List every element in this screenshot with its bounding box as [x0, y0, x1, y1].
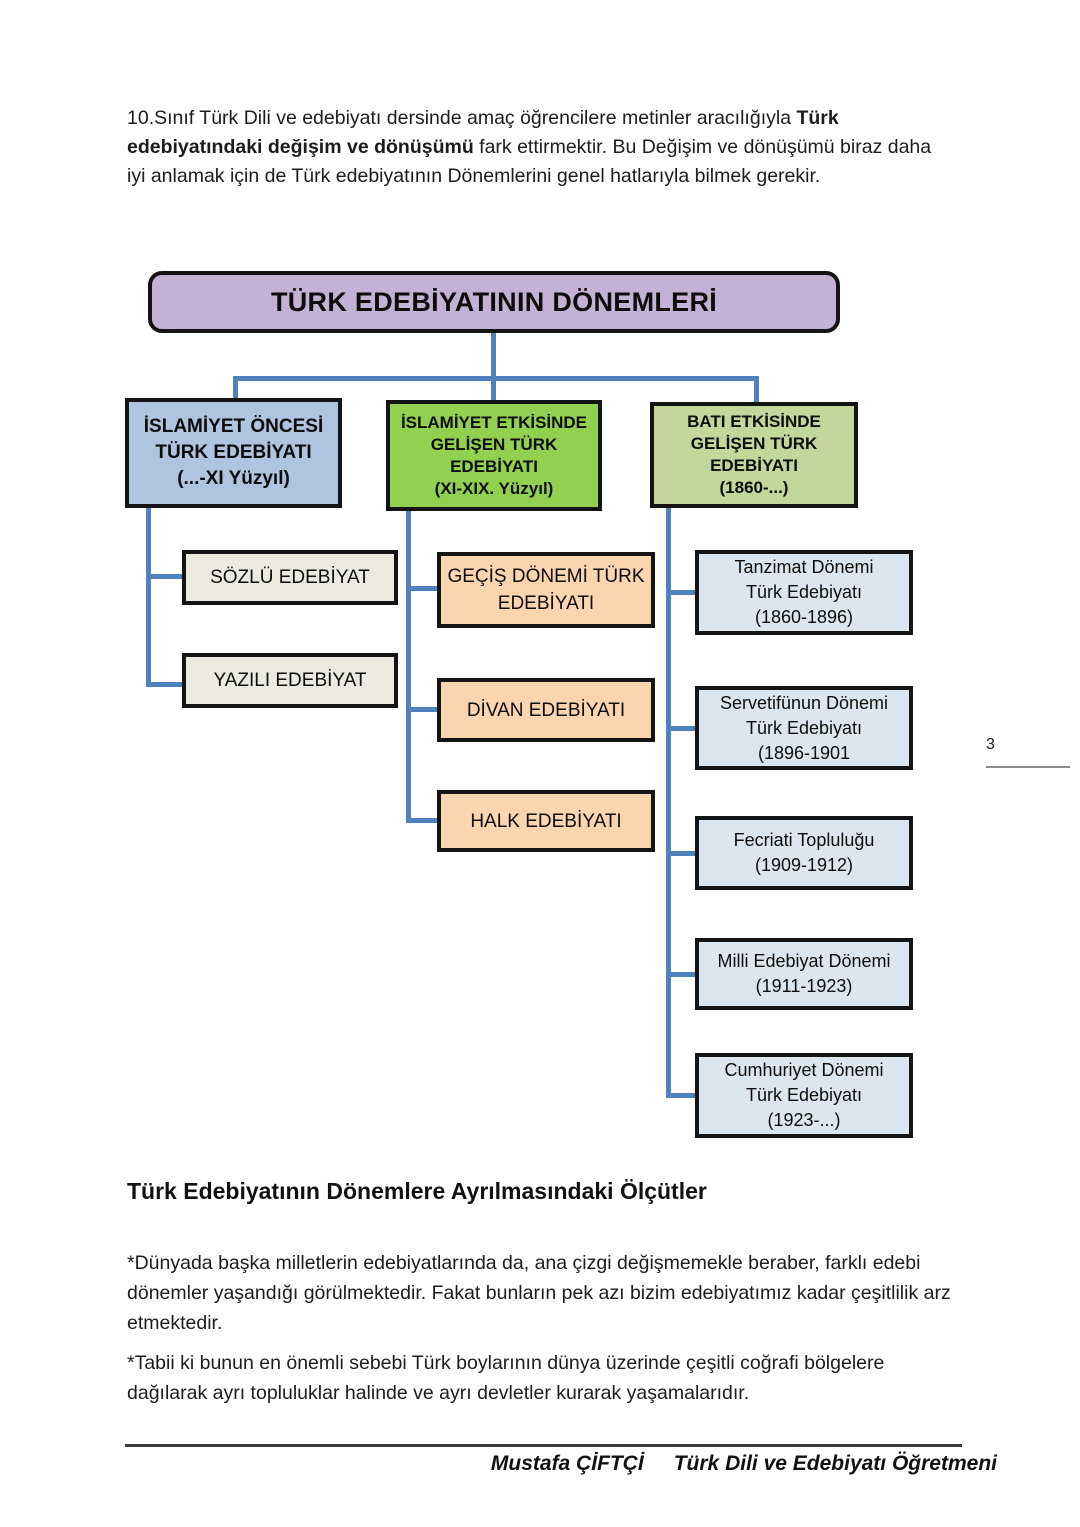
node-servetifunun: Servetifünun Dönemi Türk Edebiyatı (1896…	[695, 686, 913, 770]
connector-line	[233, 376, 759, 381]
connector-line	[406, 586, 437, 591]
connector-line	[406, 511, 411, 823]
connector-line	[754, 376, 759, 405]
connector-line	[491, 376, 496, 402]
connector-line	[666, 508, 671, 1098]
node-halk-edebiyati-label: HALK EDEBİYATI	[470, 810, 622, 832]
section-paragraph-2: *Tabii ki bunun en önemli sebebi Türk bo…	[127, 1351, 885, 1404]
connector-line	[666, 851, 695, 856]
connector-line	[666, 972, 695, 977]
node-fecriati-label: Fecriati Topluluğu (1909-1912)	[733, 830, 875, 875]
node-milli-edebiyat: Milli Edebiyat Dönemi (1911-1923)	[695, 938, 913, 1010]
diagram-title-box: TÜRK EDEBİYATININ DÖNEMLERİ	[148, 271, 840, 333]
connector-line	[666, 590, 695, 595]
connector-line	[666, 726, 695, 731]
node-yazili-edebiyat: YAZILI EDEBİYAT	[182, 653, 398, 708]
node-fecriati: Fecriati Topluluğu (1909-1912)	[695, 816, 913, 890]
connector-line	[233, 376, 238, 400]
node-divan-edebiyati: DİVAN EDEBİYATI	[437, 678, 655, 742]
intro-paragraph: 10.Sınıf Türk Dili ve edebiyatı dersinde…	[127, 104, 947, 191]
node-halk-edebiyati: HALK EDEBİYATI	[437, 790, 655, 852]
node-milli-edebiyat-label: Milli Edebiyat Dönemi (1911-1923)	[717, 951, 891, 996]
intro-text-bold: Türk edebiyatındaki değişim ve dönüşümü	[127, 106, 839, 158]
footer-rule	[125, 1444, 962, 1447]
section-heading: Türk Edebiyatının Dönemlere Ayrılmasında…	[127, 1178, 707, 1204]
intro-text-2: fark ettirmektir. Bu Değişim ve dönüşümü…	[127, 135, 932, 187]
node-gecis-donemi-label: GEÇİŞ DÖNEMİ TÜRK EDEBİYATI	[447, 566, 645, 614]
node-divan-edebiyati-label: DİVAN EDEBİYATI	[466, 699, 626, 721]
node-servetifunun-label: Servetifünun Dönemi Türk Edebiyatı (1896…	[719, 692, 889, 763]
footer-author-name: Mustafa ÇİFTÇİ	[490, 1452, 644, 1475]
intro-text-1: 10.Sınıf Türk Dili ve edebiyatı dersinde…	[127, 106, 797, 129]
page-number: 3	[986, 736, 995, 753]
branch-western-box: BATI ETKİSİNDE GELİŞEN TÜRK EDEBİYATI (1…	[650, 402, 858, 508]
connector-line	[491, 333, 496, 379]
node-cumhuriyet: Cumhuriyet Dönemi Türk Edebiyatı (1923-.…	[695, 1053, 913, 1138]
footer-credit: Mustafa ÇİFTÇİ Türk Dili ve Edebiyatı Öğr…	[127, 1452, 997, 1476]
section-paragraph-1: *Dünyada başka milletlerin edebiyatların…	[127, 1251, 951, 1334]
connector-line	[406, 707, 437, 712]
node-cumhuriyet-label: Cumhuriyet Dönemi Türk Edebiyatı (1923-.…	[724, 1060, 884, 1130]
node-sozlu-edebiyat-label: SÖZLÜ EDEBİYAT	[210, 566, 370, 588]
page-number-rule	[986, 766, 1070, 768]
node-tanzimat: Tanzimat Dönemi Türk Edebiyatı (1860-189…	[695, 550, 913, 635]
branch-islamic-label: İSLAMİYET ETKİSİNDE GELİŞEN TÜRK EDEBİYA…	[400, 412, 588, 498]
branch-islamic-box: İSLAMİYET ETKİSİNDE GELİŞEN TÜRK EDEBİYA…	[386, 400, 602, 511]
connector-line	[406, 818, 437, 823]
branch-western-label: BATI ETKİSİNDE GELİŞEN TÜRK EDEBİYATI (1…	[687, 412, 821, 497]
node-tanzimat-label: Tanzimat Dönemi Türk Edebiyatı (1860-189…	[734, 557, 874, 627]
connector-line	[146, 682, 182, 687]
diagram-title-label: TÜRK EDEBİYATININ DÖNEMLERİ	[270, 286, 718, 317]
branch-pre-islamic-box: İSLAMİYET ÖNCESİ TÜRK EDEBİYATI (...-XI …	[125, 398, 342, 508]
branch-pre-islamic-label: İSLAMİYET ÖNCESİ TÜRK EDEBİYATI (...-XI …	[143, 416, 324, 489]
node-sozlu-edebiyat: SÖZLÜ EDEBİYAT	[182, 550, 398, 605]
connector-line	[146, 574, 182, 579]
node-yazili-edebiyat-label: YAZILI EDEBİYAT	[213, 669, 367, 691]
connector-line	[146, 508, 151, 687]
connector-line	[666, 1093, 695, 1098]
footer-author-role: Türk Dili ve Edebiyatı Öğretmeni	[673, 1452, 997, 1475]
node-gecis-donemi: GEÇİŞ DÖNEMİ TÜRK EDEBİYATI	[437, 552, 655, 628]
